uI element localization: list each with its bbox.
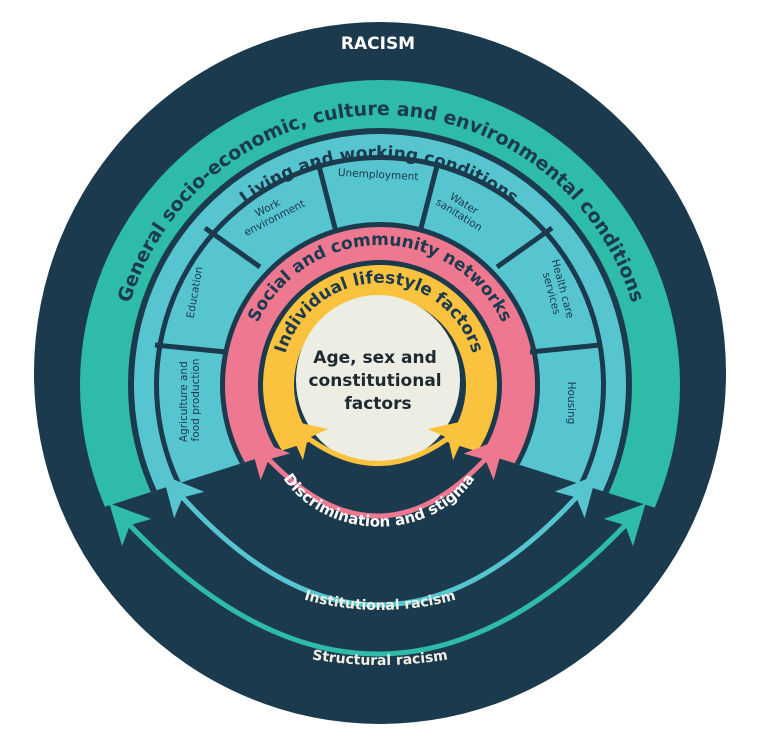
segment-line: Unemployment <box>338 167 419 183</box>
structural-racism-label: Structural racism <box>311 647 449 669</box>
divider <box>417 161 441 233</box>
svg-text:Structural racism: Structural racism <box>311 647 449 669</box>
divider <box>315 161 339 233</box>
segment-line: Agriculture and <box>178 361 190 442</box>
racism-title: RACISM <box>341 34 415 54</box>
core-label: Age, sex and constitutional factors <box>308 348 447 414</box>
core-label-line: Age, sex and <box>313 348 437 368</box>
structural-arrow <box>109 503 646 657</box>
segment-unemployment: Unemployment <box>338 167 419 183</box>
segment-line: food production <box>190 359 202 442</box>
core-label-line: constitutional <box>308 371 441 391</box>
segment-line: Housing <box>565 382 577 425</box>
segment-agriculture: Agriculture and food production <box>178 358 202 442</box>
divider <box>529 342 601 355</box>
segment-housing: Housing <box>565 382 577 425</box>
divider <box>495 225 554 270</box>
divider <box>154 342 227 355</box>
segment-dividers <box>154 161 601 355</box>
core-label-line: factors <box>344 394 411 414</box>
divider <box>203 225 262 270</box>
